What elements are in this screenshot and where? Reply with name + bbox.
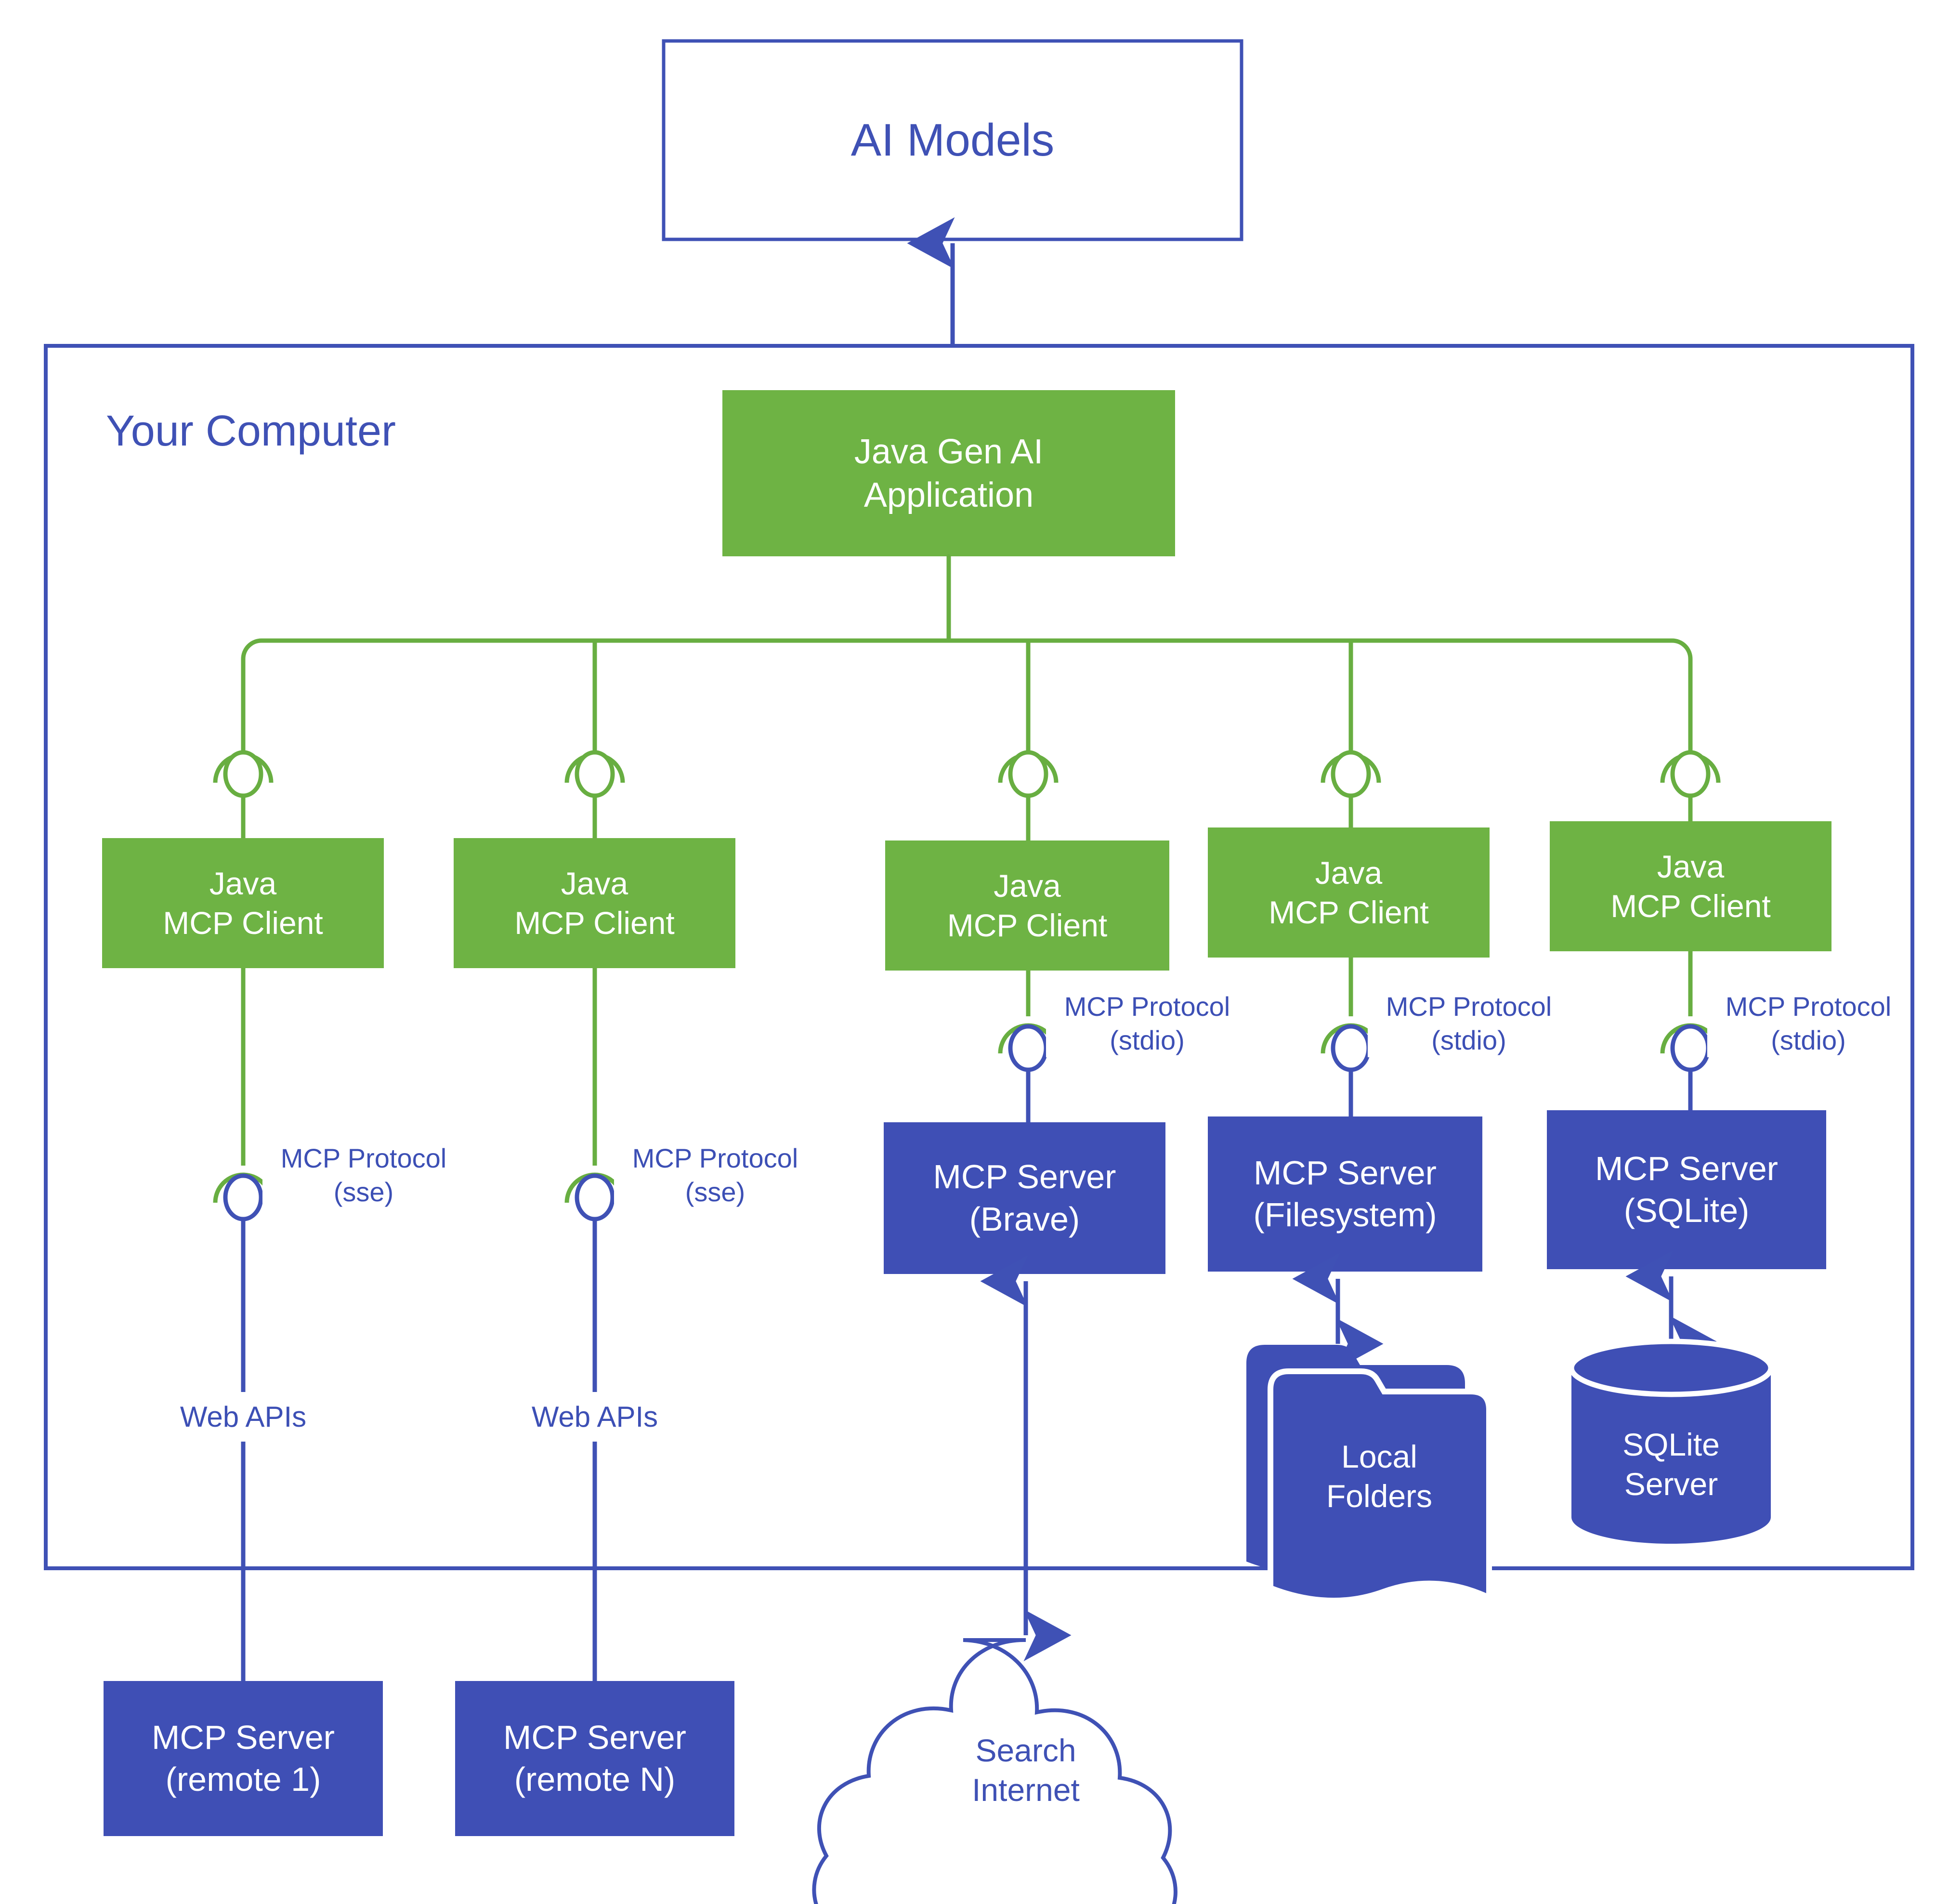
- ball-socket-app-to-client-5: [1660, 746, 1721, 821]
- search-internet-cloud[interactable]: [812, 1638, 1177, 1904]
- app-to-clients-bus: [241, 554, 1693, 748]
- ball-socket-app-to-client-4: [1321, 746, 1381, 827]
- java-mcp-client-box-5[interactable]: [1550, 821, 1831, 951]
- mcp-server-filesystem-box[interactable]: [1208, 1116, 1482, 1272]
- mcp-server-sqlite-box[interactable]: [1547, 1110, 1826, 1269]
- java-mcp-client-box-3[interactable]: [885, 840, 1169, 971]
- ball-socket-app-to-client-3: [998, 746, 1059, 840]
- edge-client1-to-remote1: [213, 968, 274, 1681]
- ball-socket-app-to-client-2: [564, 746, 625, 838]
- java-gen-ai-application-box[interactable]: [722, 390, 1175, 556]
- sqlite-database-cylinder[interactable]: [1569, 1339, 1774, 1544]
- mcp-server-remote-1-box[interactable]: [104, 1681, 383, 1836]
- mcp-server-remote-n-box[interactable]: [455, 1681, 734, 1836]
- mcp-server-brave-box[interactable]: [884, 1122, 1165, 1274]
- java-mcp-client-box-2[interactable]: [454, 838, 735, 968]
- local-folders-shape[interactable]: [1246, 1345, 1492, 1604]
- java-mcp-client-box-4[interactable]: [1208, 827, 1490, 958]
- ball-socket-app-to-client-1: [213, 746, 274, 838]
- ai-models-box[interactable]: [662, 39, 1243, 241]
- java-mcp-client-box-1[interactable]: [102, 838, 384, 968]
